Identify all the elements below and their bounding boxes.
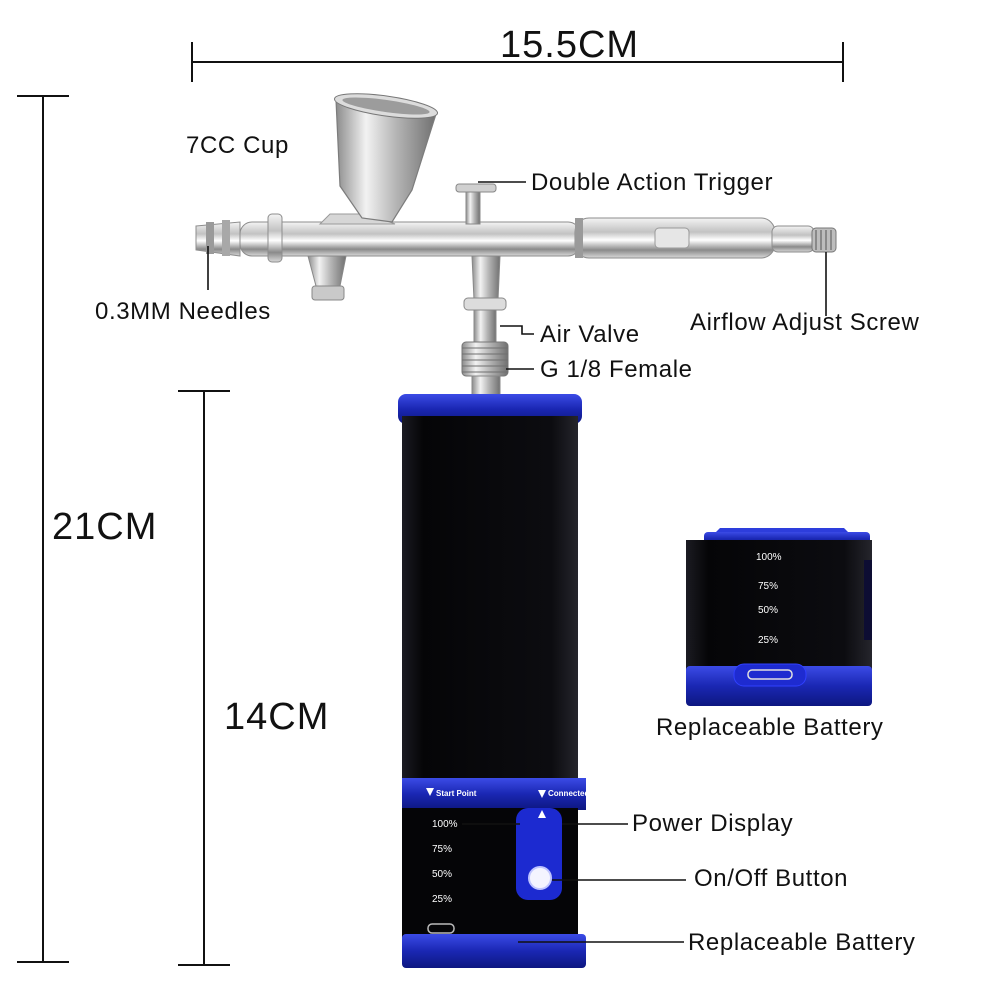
main-level-75: 75% <box>432 844 453 855</box>
cup-label: 7CC Cup <box>186 132 289 159</box>
total-height-dimension-label: 21CM <box>52 506 158 548</box>
body-height-dimension-line <box>178 390 230 966</box>
needles-label: 0.3MM Needles <box>95 298 271 325</box>
pack-level-25: 25% <box>758 635 779 646</box>
callout-lines <box>207 181 827 943</box>
width-dimension-label: 15.5CM <box>500 24 640 66</box>
main-level-100: 100% <box>432 819 458 830</box>
airflow-screw-label: Airflow Adjust Screw <box>690 309 920 336</box>
air-valve-label: Air Valve <box>540 321 640 348</box>
battery-pack-caption: Replaceable Battery <box>656 714 884 741</box>
pack-level-50: 50% <box>758 605 779 616</box>
body-height-dimension-label: 14CM <box>224 696 330 738</box>
battery-label: Replaceable Battery <box>688 929 916 956</box>
on-off-label: On/Off Button <box>694 865 849 892</box>
thread-label: G 1/8 Female <box>540 356 693 383</box>
total-height-dimension-line <box>17 95 69 963</box>
main-level-50: 50% <box>432 869 453 880</box>
compressor-body <box>398 394 586 968</box>
start-point-marking: Start Point <box>436 789 477 798</box>
width-dimension-line <box>191 42 844 82</box>
airbrush-gun <box>195 93 837 397</box>
main-level-25: 25% <box>432 894 453 905</box>
power-display-label: Power Display <box>632 810 794 837</box>
battery-pack <box>686 528 872 706</box>
pack-level-75: 75% <box>758 581 779 592</box>
pack-level-100: 100% <box>756 552 782 563</box>
trigger-label: Double Action Trigger <box>531 169 774 196</box>
connected-marking: Connected <box>548 789 590 798</box>
